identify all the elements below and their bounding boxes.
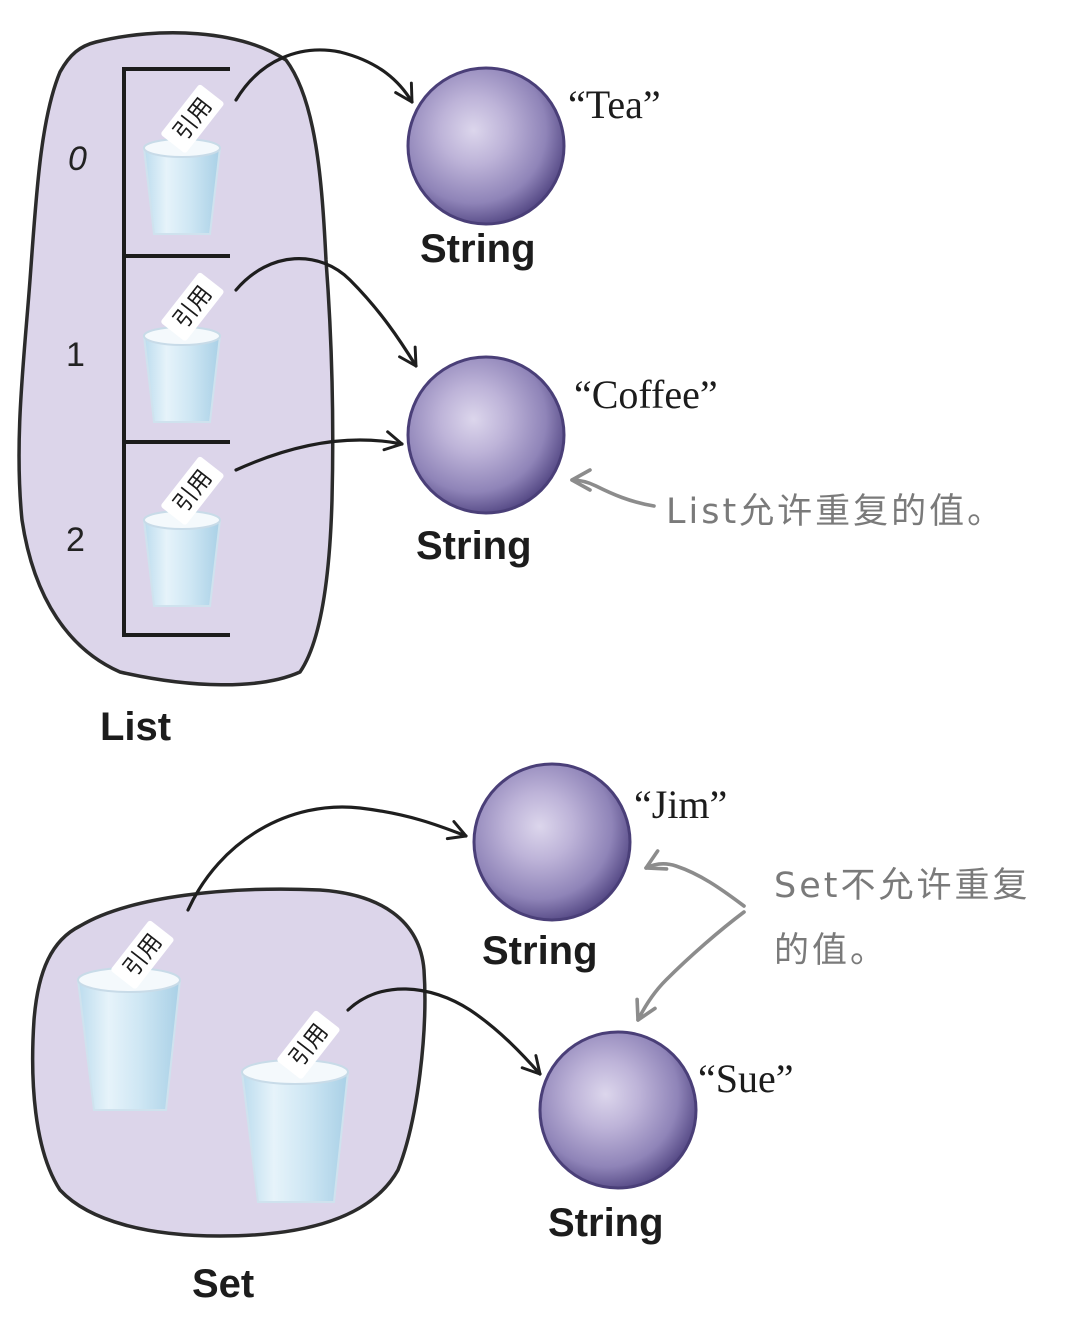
string-object-sue: “Sue” String (538, 1030, 794, 1245)
string-sphere-coffee (406, 355, 566, 515)
list-arrow-1 (234, 257, 418, 368)
list-index-0: 0 (68, 140, 87, 178)
list-arrow-2 (234, 430, 404, 472)
string-type-label-tea: String (420, 227, 536, 271)
string-sphere-sue (538, 1030, 698, 1190)
string-object-coffee: “Coffee” String (406, 355, 718, 568)
string-type-label-jim: String (482, 929, 598, 973)
list-shelf (122, 67, 230, 637)
list-slot-0-cup (142, 138, 222, 235)
list-duplicate-note: List允许重复的值。 (666, 492, 1005, 532)
string-sphere-jim (472, 762, 632, 922)
string-object-tea: “Tea” String (406, 66, 661, 271)
string-type-label-coffee: String (416, 524, 532, 568)
list-collection: 0 1 2 引用 引用 引用 List (17, 31, 335, 749)
string-value-coffee: “Coffee” (574, 372, 718, 417)
list-index-2: 2 (66, 521, 85, 559)
set-arrow-sue (346, 987, 542, 1076)
set-note-arrow-down (635, 910, 746, 1022)
string-value-sue: “Sue” (698, 1056, 794, 1101)
set-cup-b (240, 1059, 350, 1203)
string-type-label-sue: String (548, 1201, 664, 1245)
set-note-arrow-up (644, 849, 746, 908)
string-value-jim: “Jim” (634, 782, 727, 827)
string-value-tea: “Tea” (568, 82, 661, 127)
set-duplicate-note-line2: 的值。 (774, 931, 888, 971)
set-arrow-jim (186, 805, 468, 912)
list-note-arrow (570, 468, 656, 508)
list-slot-2-cup (142, 510, 222, 607)
list-label: List (100, 705, 171, 749)
set-cup-a (76, 967, 182, 1111)
string-object-jim: “Jim” String (472, 762, 727, 973)
set-duplicate-note-line1: Set不允许重复 (774, 866, 1030, 906)
set-collection: 引用 引用 Set (30, 887, 427, 1306)
set-label: Set (192, 1262, 254, 1306)
string-sphere-tea (406, 66, 566, 226)
list-index-1: 1 (66, 336, 85, 374)
list-slot-1-cup (142, 326, 222, 423)
list-arrow-0 (234, 48, 414, 104)
